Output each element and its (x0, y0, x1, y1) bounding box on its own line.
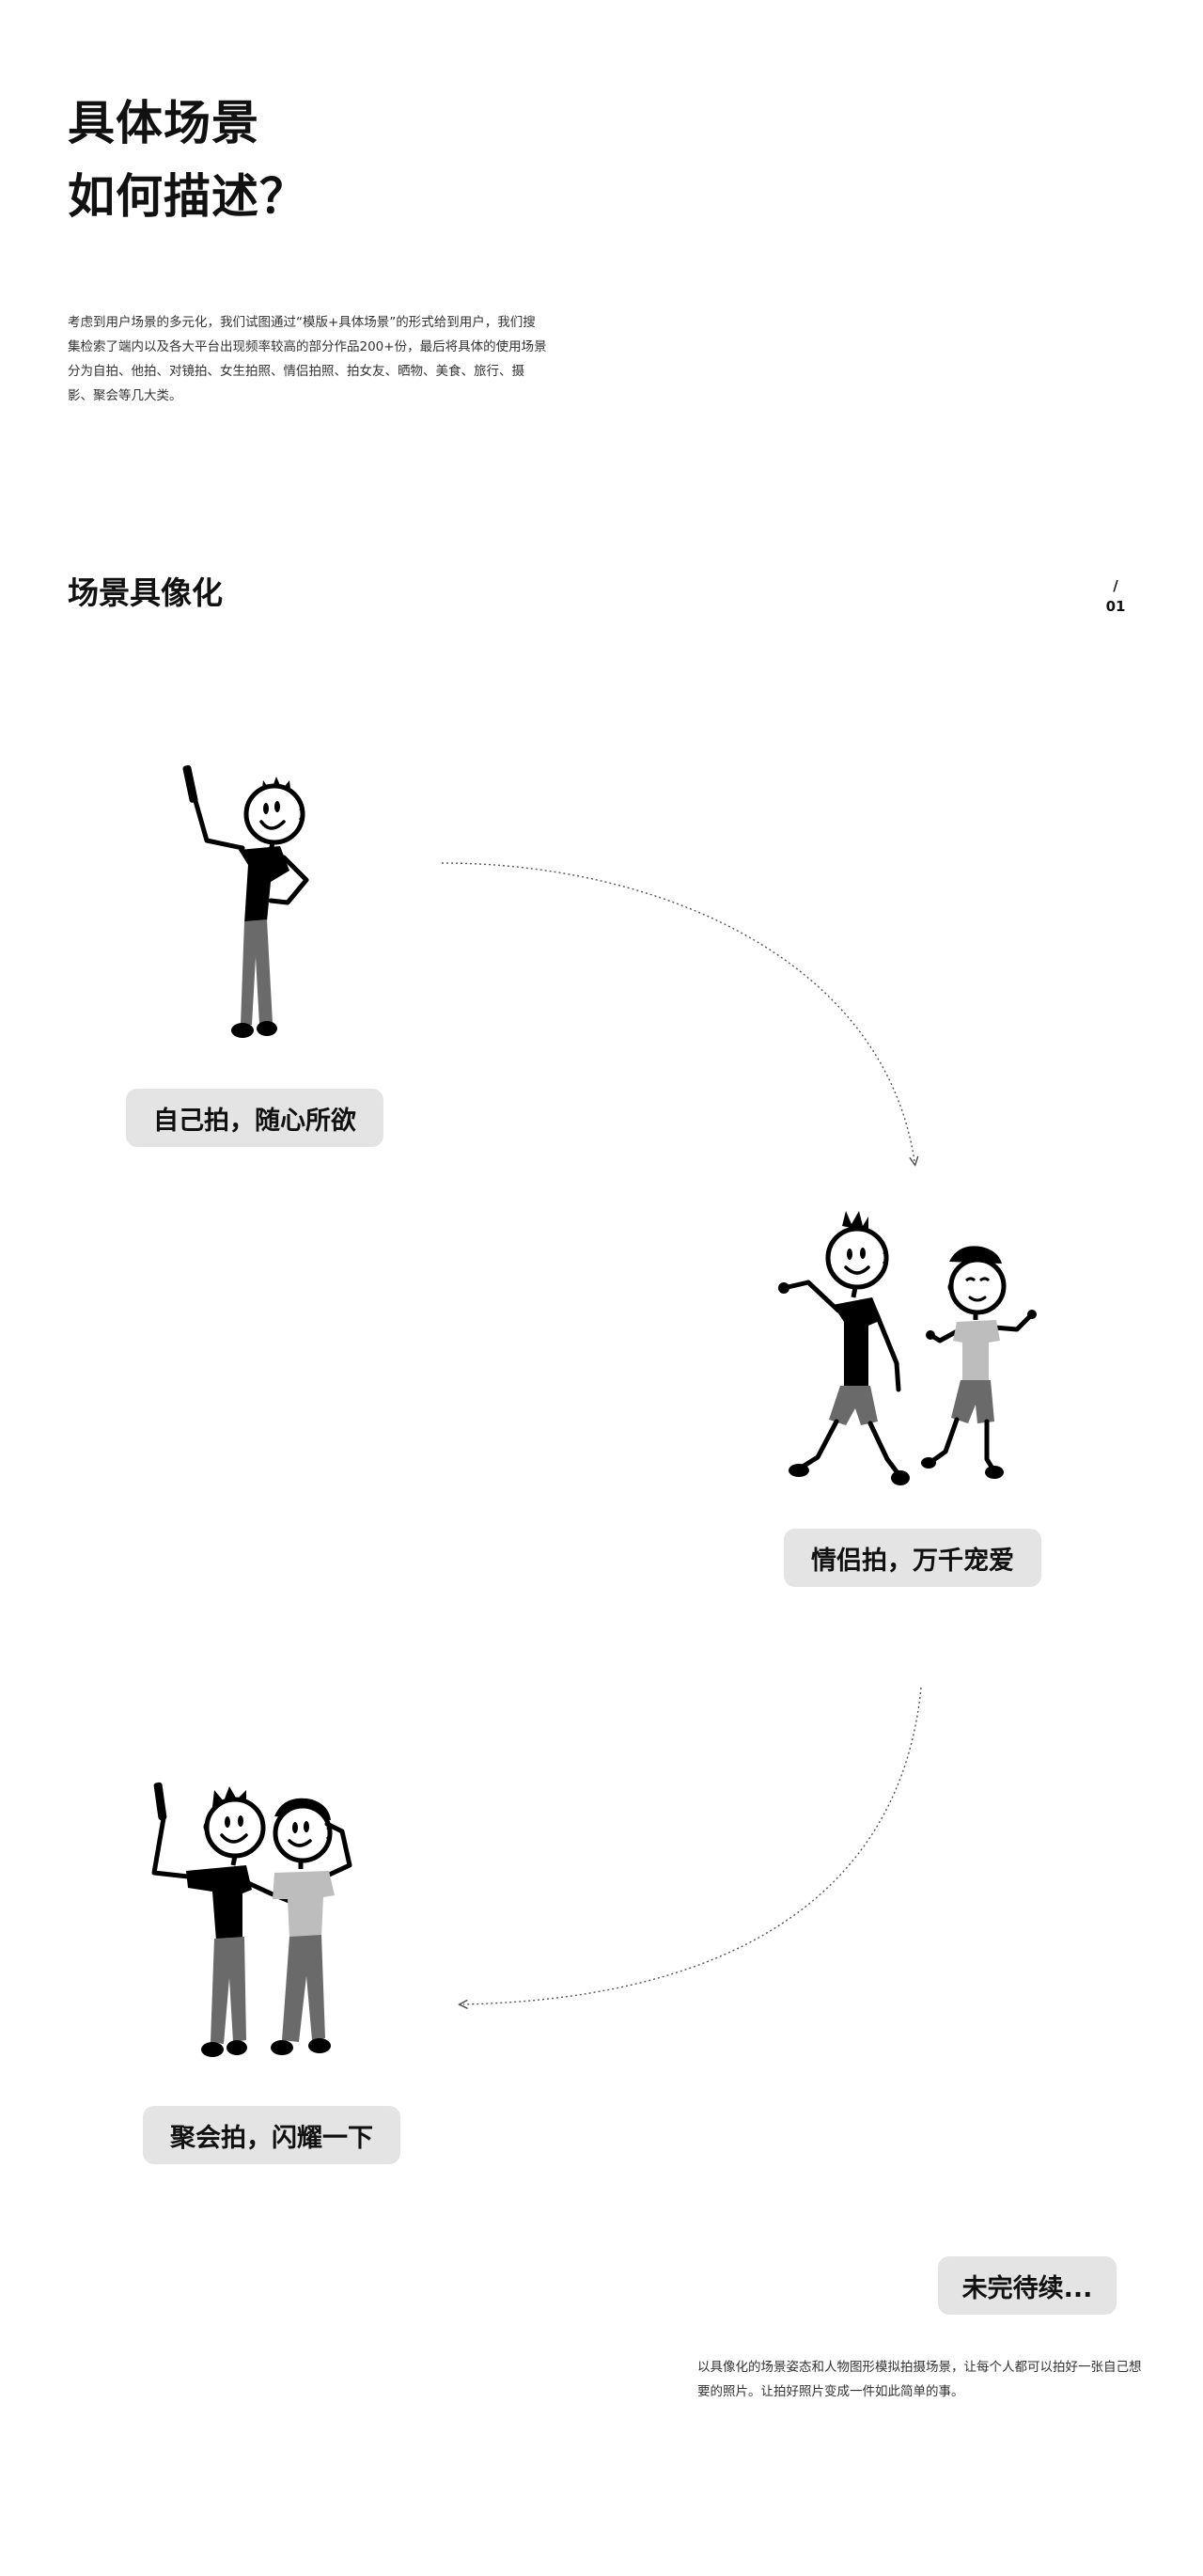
page-title: 具体场景 如何描述？ (68, 86, 307, 233)
stick-figure-couple-icon (778, 1211, 1037, 1485)
intro-paragraph: 考虑到用户场景的多元化，我们试图通过“模版+具体场景”的形式给到用户，我们搜集检… (68, 315, 547, 403)
stick-figure-selfie-icon (182, 764, 309, 1038)
footer-note: 以具像化的场景姿态和人物图形模拟拍摄场景，让每个人都可以拍好一张自己想要的照片。… (697, 2360, 1142, 2399)
page-title-line-2: 如何描述？ (68, 169, 307, 224)
section-title: 场景具像化 (68, 574, 223, 611)
connector-arc-1 (441, 862, 914, 1161)
to-be-continued-badge: 未完待续... (938, 2256, 1117, 2315)
scene-label-couple: 情侣拍，万千宠爱 (784, 1529, 1041, 1587)
stick-figure-party-icon (151, 1782, 352, 2057)
section-index-slash: / (1113, 577, 1118, 594)
section-index: / 01 (1101, 575, 1130, 617)
section-index-number: 01 (1105, 598, 1126, 615)
scene-label-selfie: 自己拍，随心所欲 (126, 1089, 383, 1147)
scene-label-party: 聚会拍，闪耀一下 (143, 2106, 400, 2164)
connector-arc-2 (463, 1687, 922, 2004)
page-title-line-1: 具体场景 (68, 96, 259, 150)
